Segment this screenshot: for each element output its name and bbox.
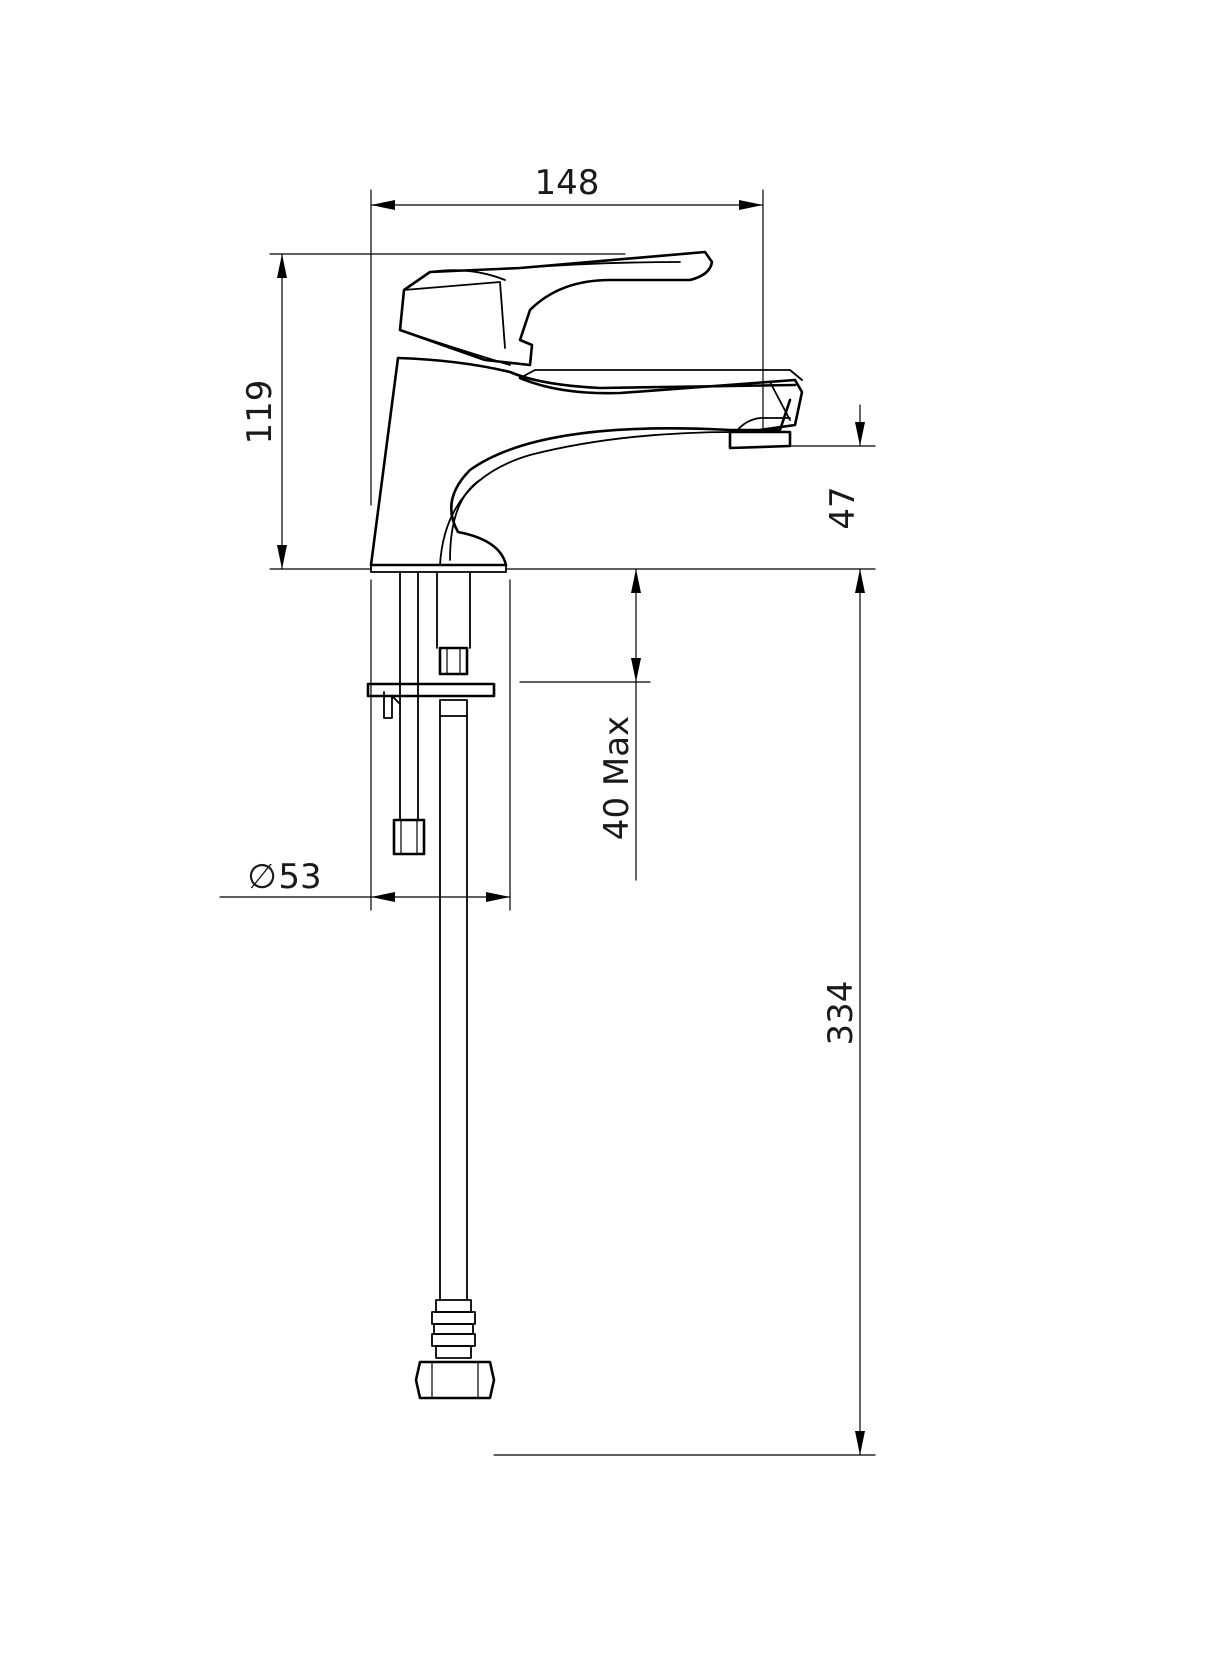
dimension-deck-thickness-label: 40 Max <box>597 716 637 840</box>
dimension-width: 148 <box>370 163 764 506</box>
dimension-spout-height: 47 <box>789 404 876 596</box>
dimension-diameter-symbol: ∅ <box>247 857 277 897</box>
dimension-diameter: ∅ 53 <box>219 579 511 911</box>
mounting-assembly <box>366 571 496 1400</box>
dimension-width-label: 148 <box>535 163 600 203</box>
dimension-height-label: 119 <box>240 380 280 445</box>
dimension-hose-length: 334 <box>493 594 876 1456</box>
lever-handle <box>398 250 714 367</box>
faucet-body <box>369 356 797 573</box>
spout <box>518 369 804 450</box>
dimension-spout-height-label: 47 <box>823 486 863 529</box>
dimension-height: 119 <box>240 253 626 570</box>
dimension-diameter-label: 53 <box>278 857 321 897</box>
dimension-hose-length-label: 334 <box>821 981 861 1046</box>
dimension-deck-thickness: 40 Max <box>505 568 876 881</box>
